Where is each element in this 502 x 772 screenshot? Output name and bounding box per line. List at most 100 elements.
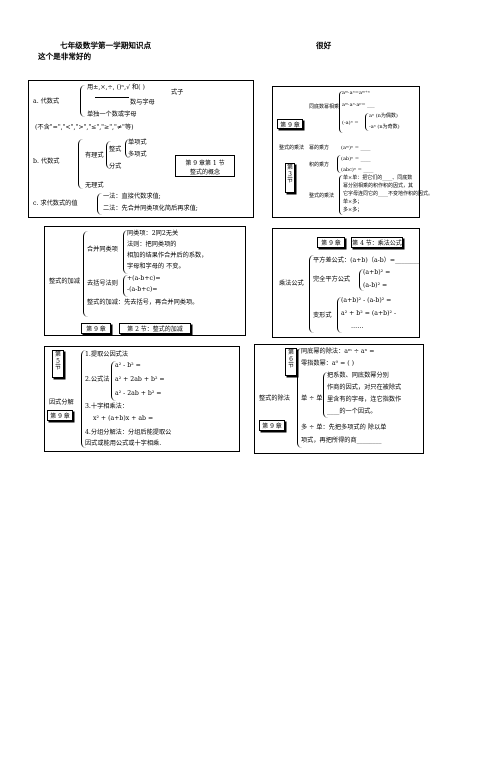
r3-label: 整式的乘法 — [309, 193, 335, 199]
poly-div-l2: 项式，再把所得的商________ — [301, 437, 382, 444]
perfect-square-a: (a+b)² = — [363, 269, 391, 276]
mono-div-l2: 作商的因式，对只在被除式 — [327, 384, 402, 391]
brace — [80, 85, 85, 117]
same-l1: 同类项：2同2无关 — [127, 230, 179, 237]
section-tag: 第 9 章第 1 节 整式的概念 — [175, 155, 235, 177]
chapter-tag: 第 9 章 — [259, 420, 285, 431]
r3-l1: 单×单：把它们的____、同底数 — [343, 175, 413, 181]
b-mono: 单项式 — [128, 139, 147, 146]
addition-box: 整式的加减 合并同类项 同类项：2同2无关 法则：把同类项的 相加的结果作合并后… — [44, 226, 246, 336]
division-label: 整式的除法 — [259, 395, 290, 402]
formula-box: 第 9 章 第 4 节：乘法公式 乘法公式 平方差公式：(a+b)（a-b）=_… — [272, 228, 420, 338]
variant-label: 变形式 — [313, 312, 332, 319]
r2-bf1: (ab)ⁿ = ____ — [341, 156, 371, 162]
brace — [111, 361, 116, 401]
same-l2: 法则：把同类项的 — [127, 241, 177, 248]
brace — [83, 231, 88, 317]
brace — [359, 269, 364, 291]
header-subtitle: 这个是非常好的 — [38, 52, 92, 61]
section-tag: 第 2 节：整式的加减 — [119, 323, 191, 334]
a-line1: 用±,×,÷, ()ⁿ,√ 和( ) — [87, 84, 145, 91]
r2-label: 整式的乘法 — [279, 145, 305, 151]
c-line1: 一法：直接代数求值; — [103, 193, 161, 200]
r2-af: (aᵐ)ⁿ = ____ — [341, 145, 371, 151]
algebraic-expression-box: a. 代数式 用±,×,÷, ()ⁿ,√ 和( ) 数与字母 式子 单独一个数或… — [28, 80, 254, 218]
bracket-rule2: -(a-b+c)= — [127, 286, 158, 293]
mono-div-l4: ____的一个因式。 — [327, 408, 377, 415]
method-2: 2.公式法 — [85, 376, 110, 383]
section-tag-line1: 第 9 章第 1 节 — [185, 160, 225, 167]
r1-f5: -aⁿ (n为奇数) — [369, 124, 400, 130]
same-label: 合并同类项 — [87, 246, 118, 253]
c-label: c. 求代数式的值 — [33, 200, 78, 207]
r2-a: 幂的乘方 — [309, 145, 330, 151]
brace — [97, 193, 102, 215]
r3-l5: 多×多； — [343, 207, 363, 213]
brace — [123, 275, 128, 297]
chapter-tag: 第 9 章 — [317, 237, 345, 248]
a-line3: 单独一个数或字母 — [87, 111, 137, 118]
div-rule2: 零指数幂：a⁰ = ( ) — [301, 360, 355, 367]
brace — [309, 255, 314, 333]
formula-4: x² + (a+b)x + ab = — [93, 415, 154, 422]
perfect-square-label: 完全平方公式 — [313, 276, 351, 283]
brace — [123, 230, 128, 274]
formula-2: a² + 2ab + b² = — [115, 376, 165, 383]
chapter-tag: 第 9 章 — [277, 119, 303, 129]
r1-f4: (-a)ⁿ = — [342, 120, 359, 126]
b-irr: 无理式 — [85, 182, 104, 189]
add-label: 整式的加减 — [49, 278, 80, 285]
r2-bf2: (abc)ⁿ = ____ — [341, 167, 374, 173]
mono-div-label: 单 ÷ 单 — [301, 395, 323, 402]
method-1: 1.提取公因式法 — [85, 351, 129, 358]
a-side: 式子 — [171, 89, 184, 96]
r1-f2: aᵐ·aⁿ·aᵖ= ___ — [342, 102, 375, 108]
r3-l4: 单×多； — [343, 199, 363, 205]
formula-1: a² - b² = — [115, 362, 141, 369]
method-3: 3.十字相乘法： — [85, 403, 129, 410]
b-poly: 多项式 — [128, 151, 147, 158]
section-tag: 第 6 节 — [285, 348, 297, 376]
r1-f1: aᵐ·aⁿ=aᵐ⁺ⁿ — [342, 90, 370, 96]
bracket-rule1: +(a-b+c)= — [127, 275, 161, 282]
r3-l3: 它字母连同它的____不变地作积的因式。 — [343, 191, 434, 197]
brace — [339, 91, 343, 133]
factor-label: 因式分解 — [49, 399, 74, 406]
method-4-cont: 因式或能用公式或十字相乘. — [85, 440, 162, 447]
variant-b: a² + b² = (a+b)² - — [341, 310, 397, 317]
b-label: b. 代数式 — [33, 158, 60, 165]
brace — [323, 372, 328, 418]
a-note: (不含"=","<",">","≤","≥","≠"等) — [35, 124, 134, 131]
brace — [339, 175, 343, 215]
header-right-text: 很好 — [316, 41, 332, 50]
section-tag: 第 5 节 — [52, 350, 64, 378]
brace — [297, 348, 302, 448]
r2-b: 积的乘方 — [309, 162, 330, 168]
variant-a: (a+b)² - (a-b)² = — [341, 297, 392, 304]
section-tag: 第 3 节 — [285, 163, 295, 193]
brace — [365, 113, 369, 131]
b-integral: 整式 — [109, 146, 122, 153]
r1-label: 同底数幂相乘 — [309, 104, 340, 110]
poly-div-l1: 多 ÷ 单：先把多项式的 除以单 — [301, 424, 387, 431]
brace — [78, 139, 83, 189]
mono-div-l3: 里含有的字母，连它指数作 — [327, 396, 402, 403]
add-rule: 整式的加减：先去括号，再合并同类项。 — [87, 299, 199, 306]
brace — [337, 155, 341, 173]
b-rational: 有理式 — [85, 152, 104, 159]
arrow-line — [95, 97, 129, 98]
page-title: 七年级数学第一学期知识点 — [60, 41, 152, 50]
section-tag-line2: 整式的概念 — [189, 169, 220, 176]
a-line2: 数与字母 — [130, 99, 155, 106]
mono-div-l1: 把系数、同底数幂分别 — [327, 372, 389, 379]
section-tag: 第 4 节：乘法公式 — [351, 237, 403, 248]
r1-f3: aⁿ (n为偶数) — [369, 113, 398, 119]
perfect-square-b: (a-b)² = — [363, 282, 388, 289]
brace — [81, 350, 86, 448]
b-frac: 分式 — [109, 163, 122, 170]
r3-l2: 幂分别相乘的积作积的因式，其 — [343, 183, 414, 189]
div-rule1: 同底幂的除法：aᵐ ÷ aⁿ = — [301, 348, 375, 355]
brace — [106, 141, 111, 169]
factorization-box: 第 5 节 因式分解 第 9 章 1.提取公因式法 2.公式法 a² - b² … — [44, 346, 240, 452]
same-l3: 相加的结果作合并后的系数， — [127, 252, 208, 259]
